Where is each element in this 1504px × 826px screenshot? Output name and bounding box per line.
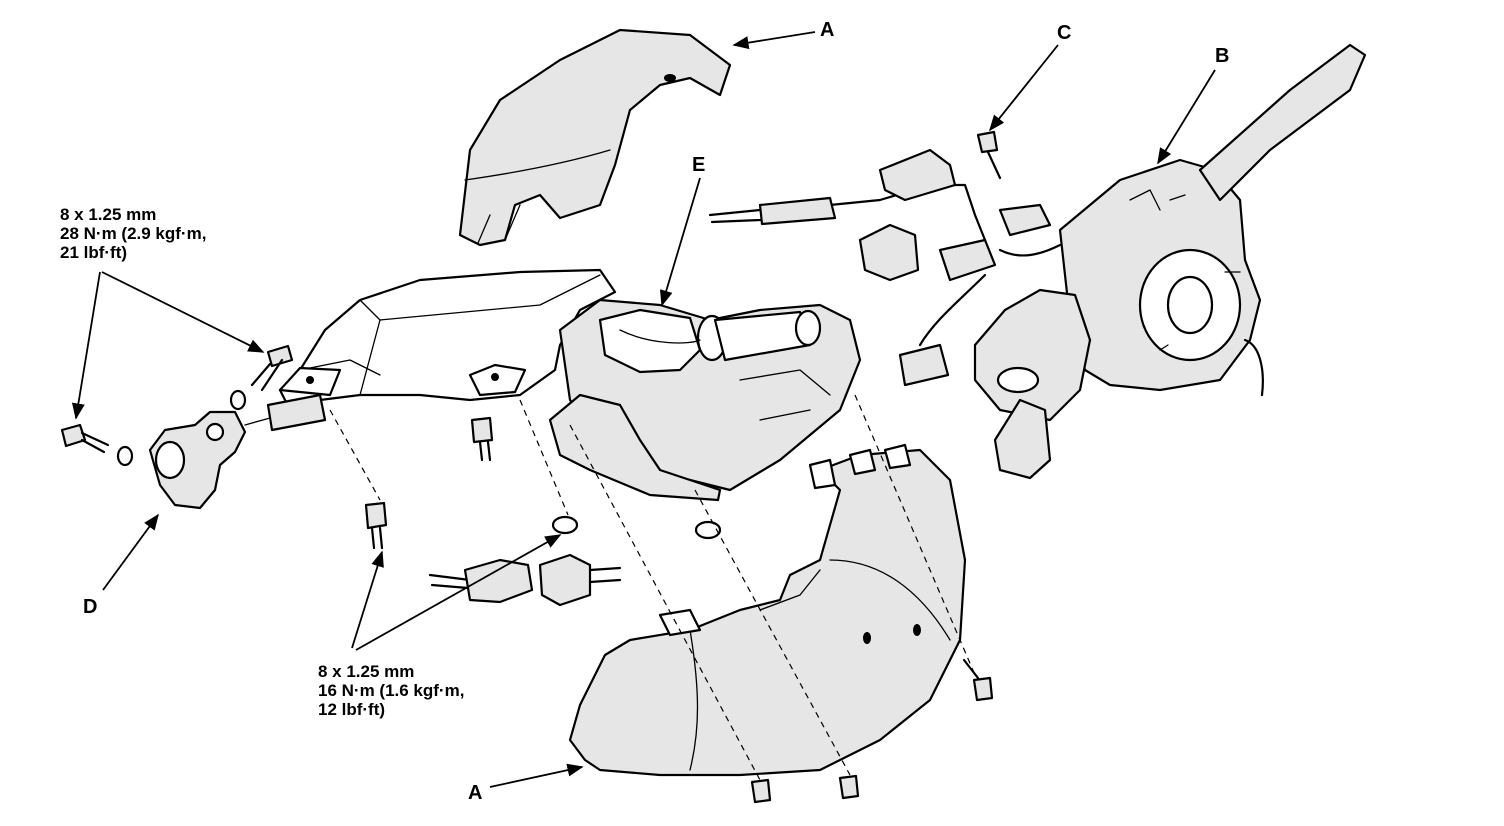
bolt-left [60,423,110,454]
washer-left [116,445,134,467]
leader-e [659,177,701,307]
bolt-lower-left [364,501,388,550]
callout-a-top: A [820,19,835,41]
steering-column-bracket [278,268,617,412]
torque-spec-upper-imperial: 21 lbf·ft) [60,243,128,262]
washer-right [229,389,247,411]
leader-b [1157,69,1216,165]
leader-lower-spec-bolt [351,550,384,649]
nut-center [551,515,579,535]
screw-bottom-left [750,778,772,804]
alignment-lines [329,394,976,781]
torque-spec-lower-size: 8 x 1.25 mm [318,662,415,681]
lower-column-cover [568,443,967,777]
callout-a-bottom: A [468,782,483,804]
bolt-c [976,130,1002,180]
nut-right [694,520,722,540]
callout-leaders [71,31,1216,788]
universal-joint [148,393,327,510]
torque-spec-lower-imperial: 12 lbf·ft) [318,700,386,719]
torque-spec-lower-torque: 16 N·m (1.6 kgf·m, [318,681,465,700]
torque-spec-lower: 8 x 1.25 mm 16 N·m (1.6 kgf·m, 12 lbf·ft… [318,662,464,719]
column-shaft-assembly [548,298,862,502]
leader-a-bottom [489,763,584,788]
callout-d: D [83,596,98,618]
combination-switch-assembly [973,43,1367,480]
callout-c: C [1057,22,1072,44]
leader-upper-spec-bolt [101,271,265,353]
leader-c [988,44,1059,132]
lower-connectors [428,553,622,607]
upper-column-cover [458,28,732,247]
bolt-upper-right [250,344,294,392]
bolt-mid-vertical [470,416,494,462]
callout-e: E [692,154,706,176]
torque-spec-upper: 8 x 1.25 mm 28 N·m (2.9 kgf·m, 21 lbf·ft… [60,205,206,262]
callout-b: B [1215,45,1230,67]
screw-bottom-center [838,774,860,800]
leader-a-top [732,31,816,50]
torque-spec-upper-size: 8 x 1.25 mm [60,205,157,224]
leader-upper-spec-bolt-left [71,271,101,420]
torque-spec-upper-torque: 28 N·m (2.9 kgf·m, [60,224,207,243]
screw-bottom-right [962,658,994,702]
leader-d [102,513,159,591]
wiring-harness [708,148,1062,387]
leader-lower-spec-nut [355,534,562,651]
fasteners [60,130,1002,804]
